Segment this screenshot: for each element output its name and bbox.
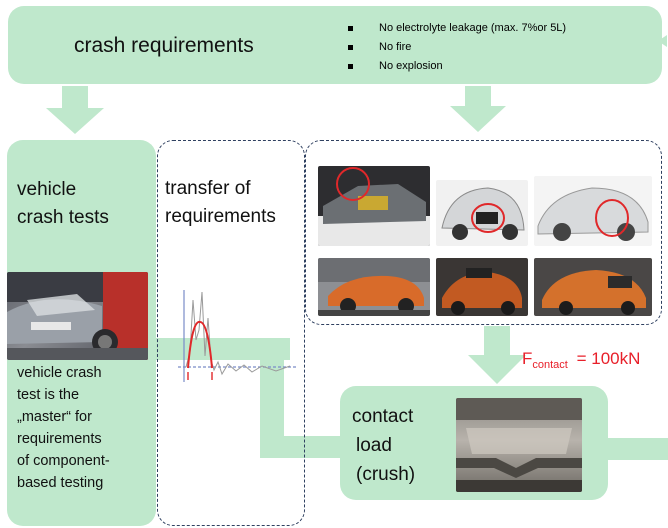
- crash-photo-1: [318, 258, 430, 316]
- filtered-signal-curve: [187, 321, 213, 369]
- connector-band-left: [150, 338, 290, 360]
- battery-photo-2: [436, 180, 528, 246]
- bullet-icon: [348, 64, 353, 69]
- transfer-of-requirements-title: transfer of requirements: [165, 178, 276, 227]
- crash-photo-3: [534, 258, 652, 316]
- arrow-down-contact-icon: [468, 326, 526, 384]
- right-edge-arrow-icon: [658, 35, 667, 47]
- contact-load-title: contact load (crush): [352, 406, 416, 485]
- crash-requirements-box: crash requirements No electrolyte leakag…: [8, 6, 662, 84]
- vehicle-crash-tests-title: vehicle crash tests: [17, 179, 109, 228]
- battery-photo-3: [534, 176, 652, 246]
- connector-band-right: [600, 438, 668, 460]
- bullet-icon: [348, 45, 353, 50]
- bullet-icon: [348, 26, 353, 31]
- raw-signal-line: [185, 291, 291, 376]
- crash-requirements-title: crash requirements: [74, 34, 254, 57]
- transfer-of-requirements-box: transfer of requirements: [157, 140, 305, 526]
- battery-photo-1: [318, 166, 430, 246]
- arrow-down-left-icon: [46, 86, 104, 134]
- battery-images-box: [305, 140, 662, 325]
- crash-test-photo: [7, 272, 148, 360]
- connector-band-bottom: [260, 436, 350, 458]
- vehicle-crash-tests-description: vehicle crash test is the „master“ for r…: [17, 365, 110, 491]
- contact-force-label: Fcontact = 100kN: [522, 349, 641, 371]
- arrow-down-right-icon: [450, 86, 506, 132]
- crash-photo-2: [436, 258, 528, 316]
- crush-test-photo: [456, 398, 582, 492]
